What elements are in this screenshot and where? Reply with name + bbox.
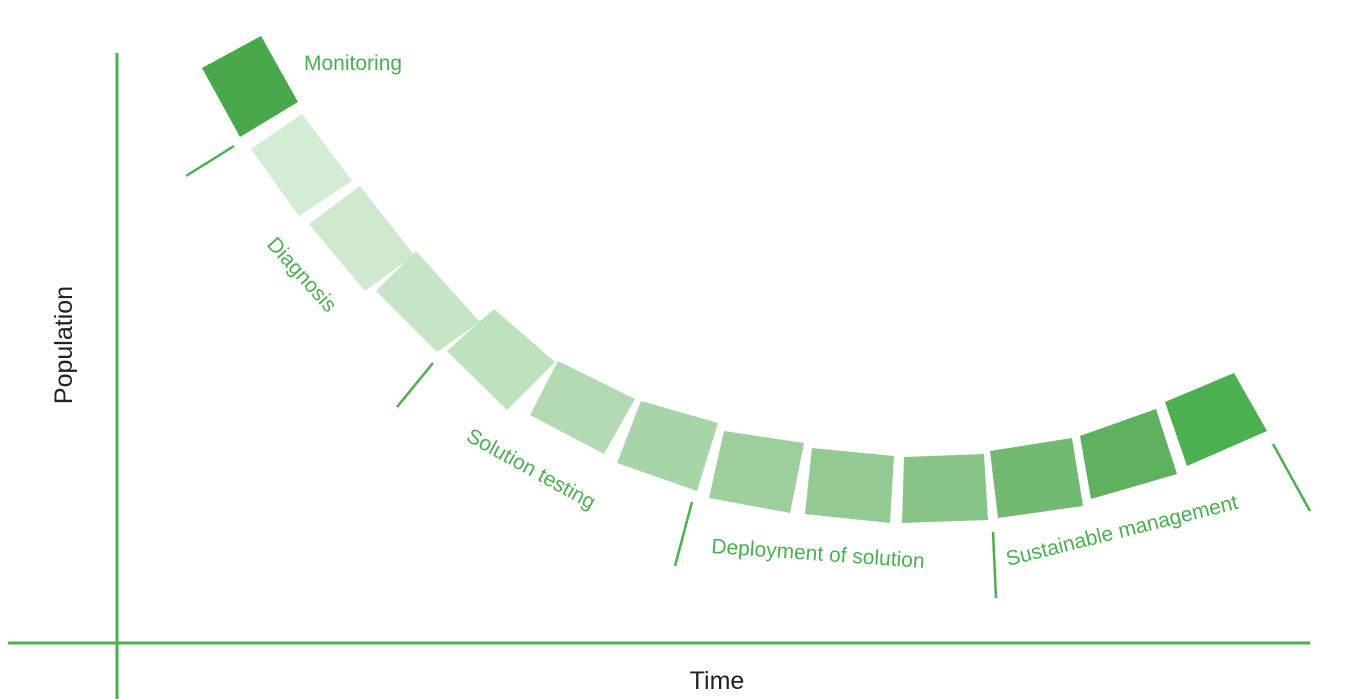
segment-6 — [530, 361, 635, 454]
segment-11 — [990, 438, 1083, 518]
segment-1 — [202, 36, 298, 137]
segment-4 — [376, 251, 480, 352]
divider-deployment-management — [991, 531, 998, 599]
divider-diagnosis-testing — [396, 362, 434, 408]
divider-testing-deployment — [673, 501, 694, 567]
x-axis-label: Time — [690, 667, 745, 695]
segment-13 — [1165, 373, 1267, 466]
phase-label-monitoring: Monitoring — [304, 52, 402, 75]
segment-7 — [617, 401, 718, 491]
segment-3 — [309, 186, 414, 291]
segment-10 — [902, 454, 988, 523]
segment-5 — [447, 309, 555, 410]
divider-end — [1271, 443, 1312, 512]
segment-9 — [805, 448, 894, 523]
y-axis-label: Population — [50, 286, 78, 404]
segment-12 — [1080, 409, 1177, 499]
divider-monitoring-diagnosis — [185, 144, 235, 178]
curve-segments — [202, 36, 1267, 523]
phase-label-deployment: Deployment of solution — [711, 535, 926, 573]
segment-8 — [709, 431, 804, 513]
segment-2 — [251, 114, 352, 216]
